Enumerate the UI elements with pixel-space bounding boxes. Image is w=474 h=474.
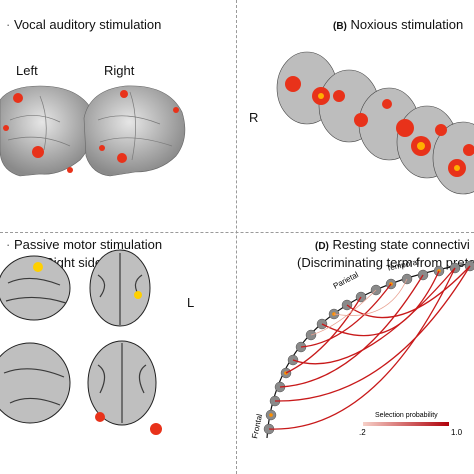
- panel-b: (B) Noxious stimulation R: [237, 0, 474, 232]
- panel-divider-horizontal: [0, 232, 474, 233]
- panel-d-subtitle: (Discriminating term from preterm: [297, 255, 474, 270]
- activation-blob: [32, 146, 44, 158]
- activation-blob: [120, 90, 128, 98]
- legend-title: Selection probability: [375, 412, 438, 419]
- panel-b-title: (B) Noxious stimulation: [333, 17, 463, 32]
- panel-c-title-text: Passive motor stimulation: [13, 237, 163, 252]
- panel-b-title-text: Noxious stimulation: [350, 17, 464, 32]
- panel-a-title: · Vocal auditory stimulation: [6, 17, 162, 32]
- connectivity-arc: Parietal Temporal Frontal Selection prob…: [250, 257, 474, 439]
- activation-blob: [3, 125, 9, 131]
- brain-render-3d: [0, 85, 186, 177]
- panel-c: · Passive motor stimulation (Right sided…: [0, 233, 236, 474]
- left-hemisphere-label: Left: [16, 63, 38, 78]
- mri-slices-motor: [0, 249, 162, 435]
- panel-d-title-text: Resting state connectivi: [332, 237, 470, 252]
- axial-slices-noxious: [276, 51, 474, 195]
- arc-label-temporal: Temporal: [386, 257, 420, 273]
- panel-a: · Vocal auditory stimulation Left Right: [0, 0, 236, 232]
- activation-blob: [173, 107, 179, 113]
- panel-d-title: (D) Resting state connectivi: [315, 237, 470, 252]
- panel-d-letter: (D): [315, 241, 329, 252]
- legend-color-bar: [363, 422, 449, 426]
- panel-b-letter: (B): [333, 21, 347, 32]
- legend-min: .2: [359, 428, 366, 437]
- legend-max: 1.0: [451, 428, 463, 437]
- arc-label-frontal: Frontal: [250, 413, 264, 439]
- panel-b-side-label: R: [249, 110, 259, 125]
- panel-a-title-text: Vocal auditory stimulation: [13, 17, 162, 32]
- panel-c-title: · Passive motor stimulation: [6, 237, 163, 252]
- panel-d: (D) Resting state connectivi (Discrimina…: [237, 233, 474, 474]
- activation-blob: [13, 93, 23, 103]
- panel-divider-vertical: [236, 0, 237, 474]
- activation-blob: [99, 145, 105, 151]
- activation-blob: [67, 167, 73, 173]
- activation-blob: [117, 153, 127, 163]
- arc-label-parietal: Parietal: [332, 270, 360, 291]
- panel-c-side-label: L: [187, 295, 195, 310]
- right-hemisphere-label: Right: [104, 63, 135, 78]
